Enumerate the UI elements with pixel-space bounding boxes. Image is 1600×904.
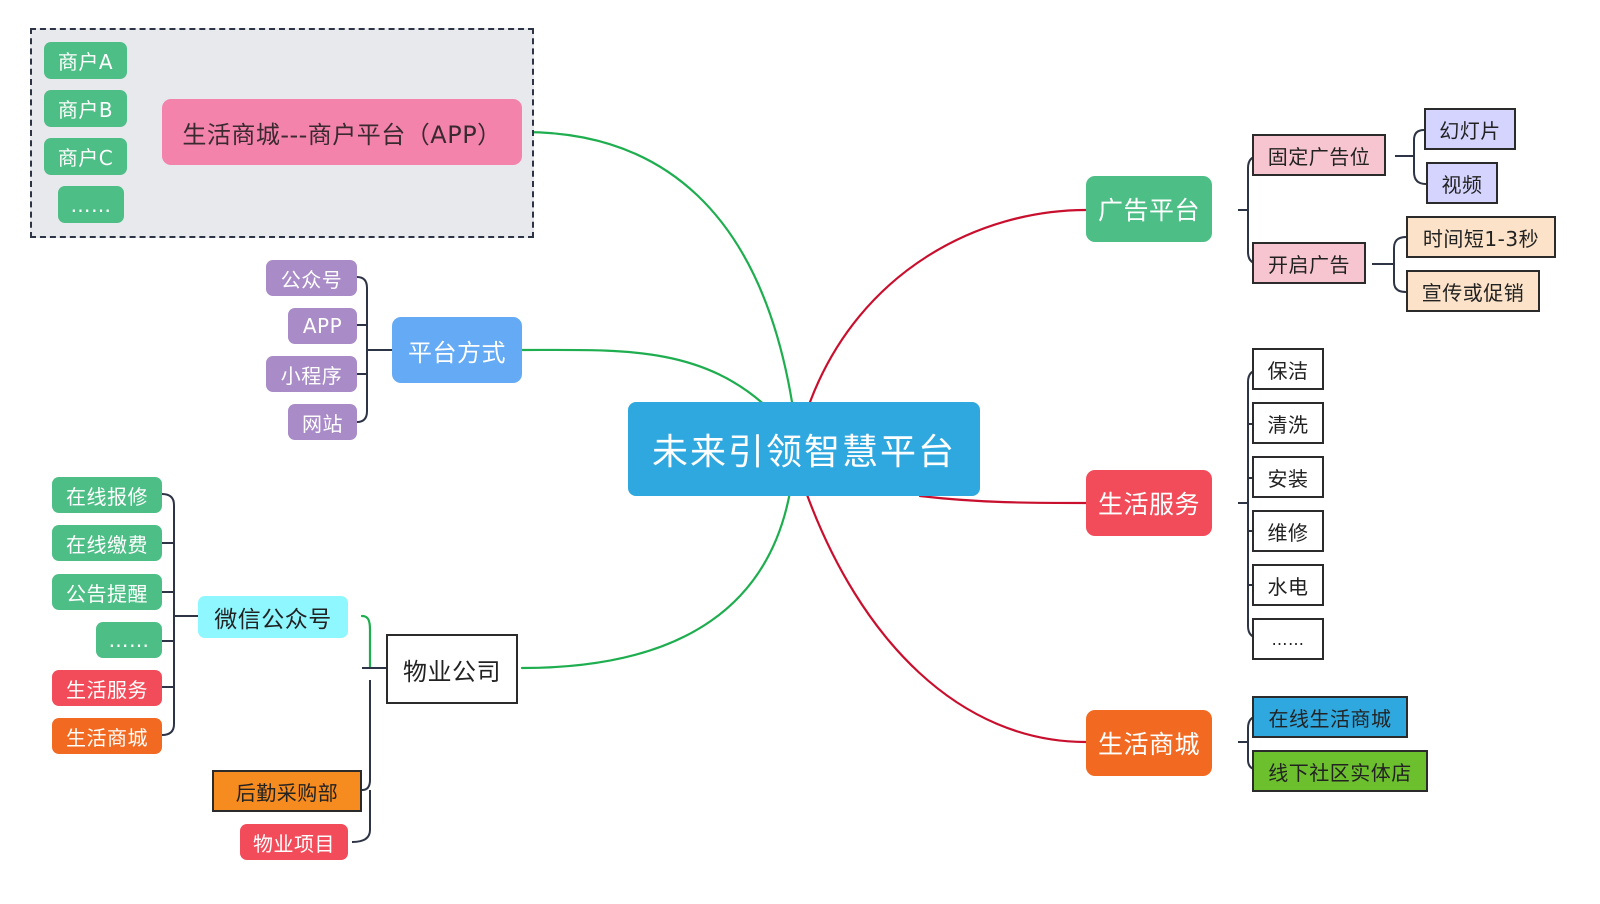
service-item: 水电	[1252, 564, 1324, 606]
merchant-platform-title: 生活商城---商户平台（APP）	[162, 99, 522, 165]
ad-fixed-slot: 固定广告位	[1252, 134, 1386, 176]
platform-item: APP	[288, 308, 357, 344]
mall-online: 在线生活商城	[1252, 696, 1408, 738]
logistics-dept: 后勤采购部	[212, 770, 362, 812]
platform-title: 平台方式	[392, 317, 522, 383]
ad-fixed-item: 视频	[1426, 162, 1498, 204]
platform-item: 网站	[288, 404, 357, 440]
service-item-more: ……	[1252, 618, 1324, 660]
link-wechat-property	[360, 614, 372, 670]
life-service-title: 生活服务	[1086, 470, 1212, 536]
merchant-item: 商户C	[44, 138, 127, 175]
service-item: 维修	[1252, 510, 1324, 552]
link-center-mall	[804, 490, 1088, 744]
merchant-item: 商户A	[44, 42, 127, 79]
ad-fixed-item: 幻灯片	[1424, 108, 1516, 150]
ad-open: 开启广告	[1252, 242, 1366, 284]
property-project: 物业项目	[240, 824, 348, 860]
center-topic: 未来引领智慧平台	[628, 402, 980, 496]
merchant-item: 商户B	[44, 90, 127, 127]
wechat-item: 公告提醒	[52, 574, 162, 610]
service-item: 安装	[1252, 456, 1324, 498]
wechat-item: 在线报修	[52, 477, 162, 513]
service-item: 清洗	[1252, 402, 1324, 444]
wechat-item: 生活商城	[52, 718, 162, 754]
ad-open-item: 宣传或促销	[1406, 270, 1540, 312]
wechat-item-more: ……	[96, 622, 162, 658]
life-mall-title: 生活商城	[1086, 710, 1212, 776]
ad-open-item: 时间短1-3秒	[1406, 216, 1556, 258]
ads-title: 广告平台	[1086, 176, 1212, 242]
link-center-service	[918, 494, 1088, 505]
wechat-item: 在线缴费	[52, 525, 162, 561]
wechat-title: 微信公众号	[198, 596, 348, 638]
platform-item: 公众号	[266, 260, 357, 296]
wechat-item: 生活服务	[52, 670, 162, 706]
link-center-merchant	[522, 130, 794, 404]
link-center-ads	[808, 208, 1088, 404]
property-company-title: 物业公司	[386, 634, 518, 704]
link-center-property	[520, 490, 792, 670]
link-center-platform	[520, 348, 770, 410]
service-item: 保洁	[1252, 348, 1324, 390]
mall-offline: 线下社区实体店	[1252, 750, 1428, 792]
platform-item: 小程序	[266, 356, 357, 392]
merchant-item-more: ……	[58, 186, 124, 223]
